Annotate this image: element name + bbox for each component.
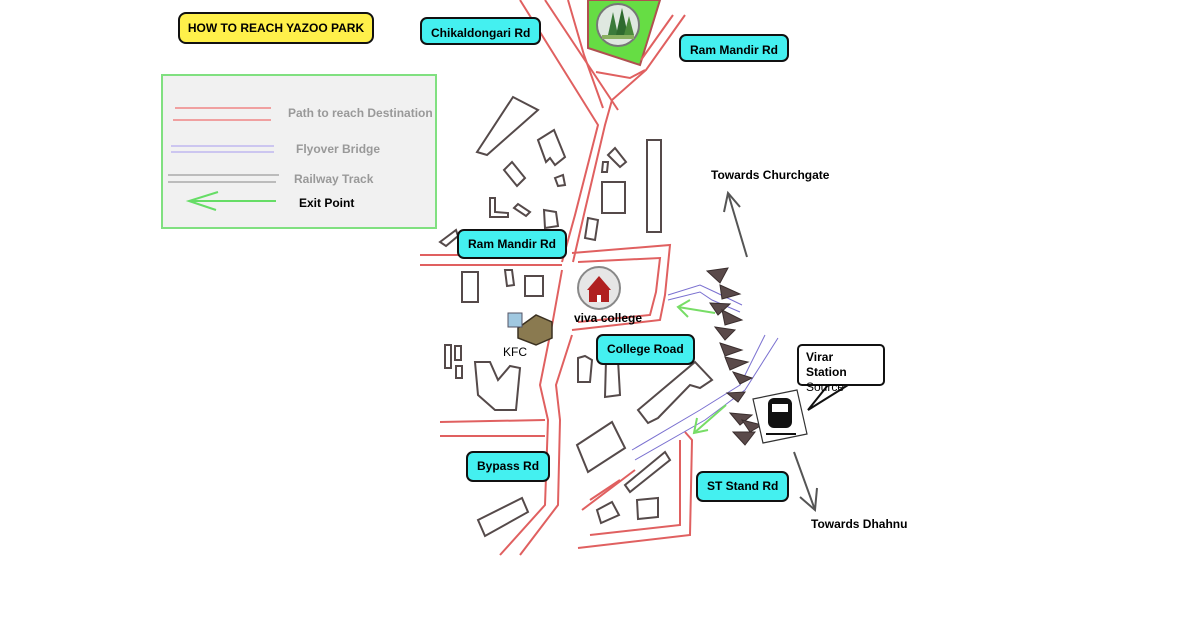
legend-path: Path to reach Destination bbox=[288, 106, 433, 120]
direction-arrows bbox=[723, 190, 818, 513]
road-label-bypass[interactable]: Bypass Rd bbox=[466, 451, 551, 482]
road-label-chikaldongari[interactable]: Chikaldongari Rd bbox=[420, 17, 542, 45]
callout-pointer bbox=[807, 384, 849, 411]
kfc-label[interactable]: KFC bbox=[503, 345, 527, 359]
road-label-college-road[interactable]: College Road bbox=[596, 334, 695, 365]
legend-railway: Railway Track bbox=[294, 172, 374, 186]
exit-arrow-icon bbox=[185, 191, 276, 211]
restaurant-icon bbox=[507, 312, 553, 346]
direction-north-label: Towards Churchgate bbox=[711, 168, 830, 182]
station-role: Source bbox=[806, 380, 845, 394]
station-name: Virar Station bbox=[806, 350, 847, 379]
map-title: HOW TO REACH YAZOO PARK bbox=[178, 12, 374, 44]
park-icon bbox=[596, 3, 640, 47]
road-label-st-stand[interactable]: ST Stand Rd bbox=[696, 471, 790, 502]
direction-south-label: Towards Dhahnu bbox=[811, 517, 908, 531]
road-label-ram-mandir-top[interactable]: Ram Mandir Rd bbox=[679, 34, 790, 62]
legend-symbols bbox=[168, 107, 279, 211]
railway-track bbox=[705, 267, 764, 446]
school-icon bbox=[577, 266, 621, 310]
exit-arrows bbox=[676, 299, 727, 435]
roads bbox=[420, 0, 694, 556]
buildings bbox=[438, 95, 714, 538]
legend-exit: Exit Point bbox=[299, 196, 355, 210]
legend: Path to reach Destination Flyover Bridge… bbox=[161, 74, 437, 229]
college-label[interactable]: viva college bbox=[574, 311, 643, 325]
legend-flyover: Flyover Bridge bbox=[296, 142, 381, 156]
train-icon bbox=[752, 389, 808, 444]
station-callout[interactable]: Virar Station Source bbox=[797, 344, 885, 394]
road-label-ram-mandir-left[interactable]: Ram Mandir Rd bbox=[457, 229, 568, 259]
